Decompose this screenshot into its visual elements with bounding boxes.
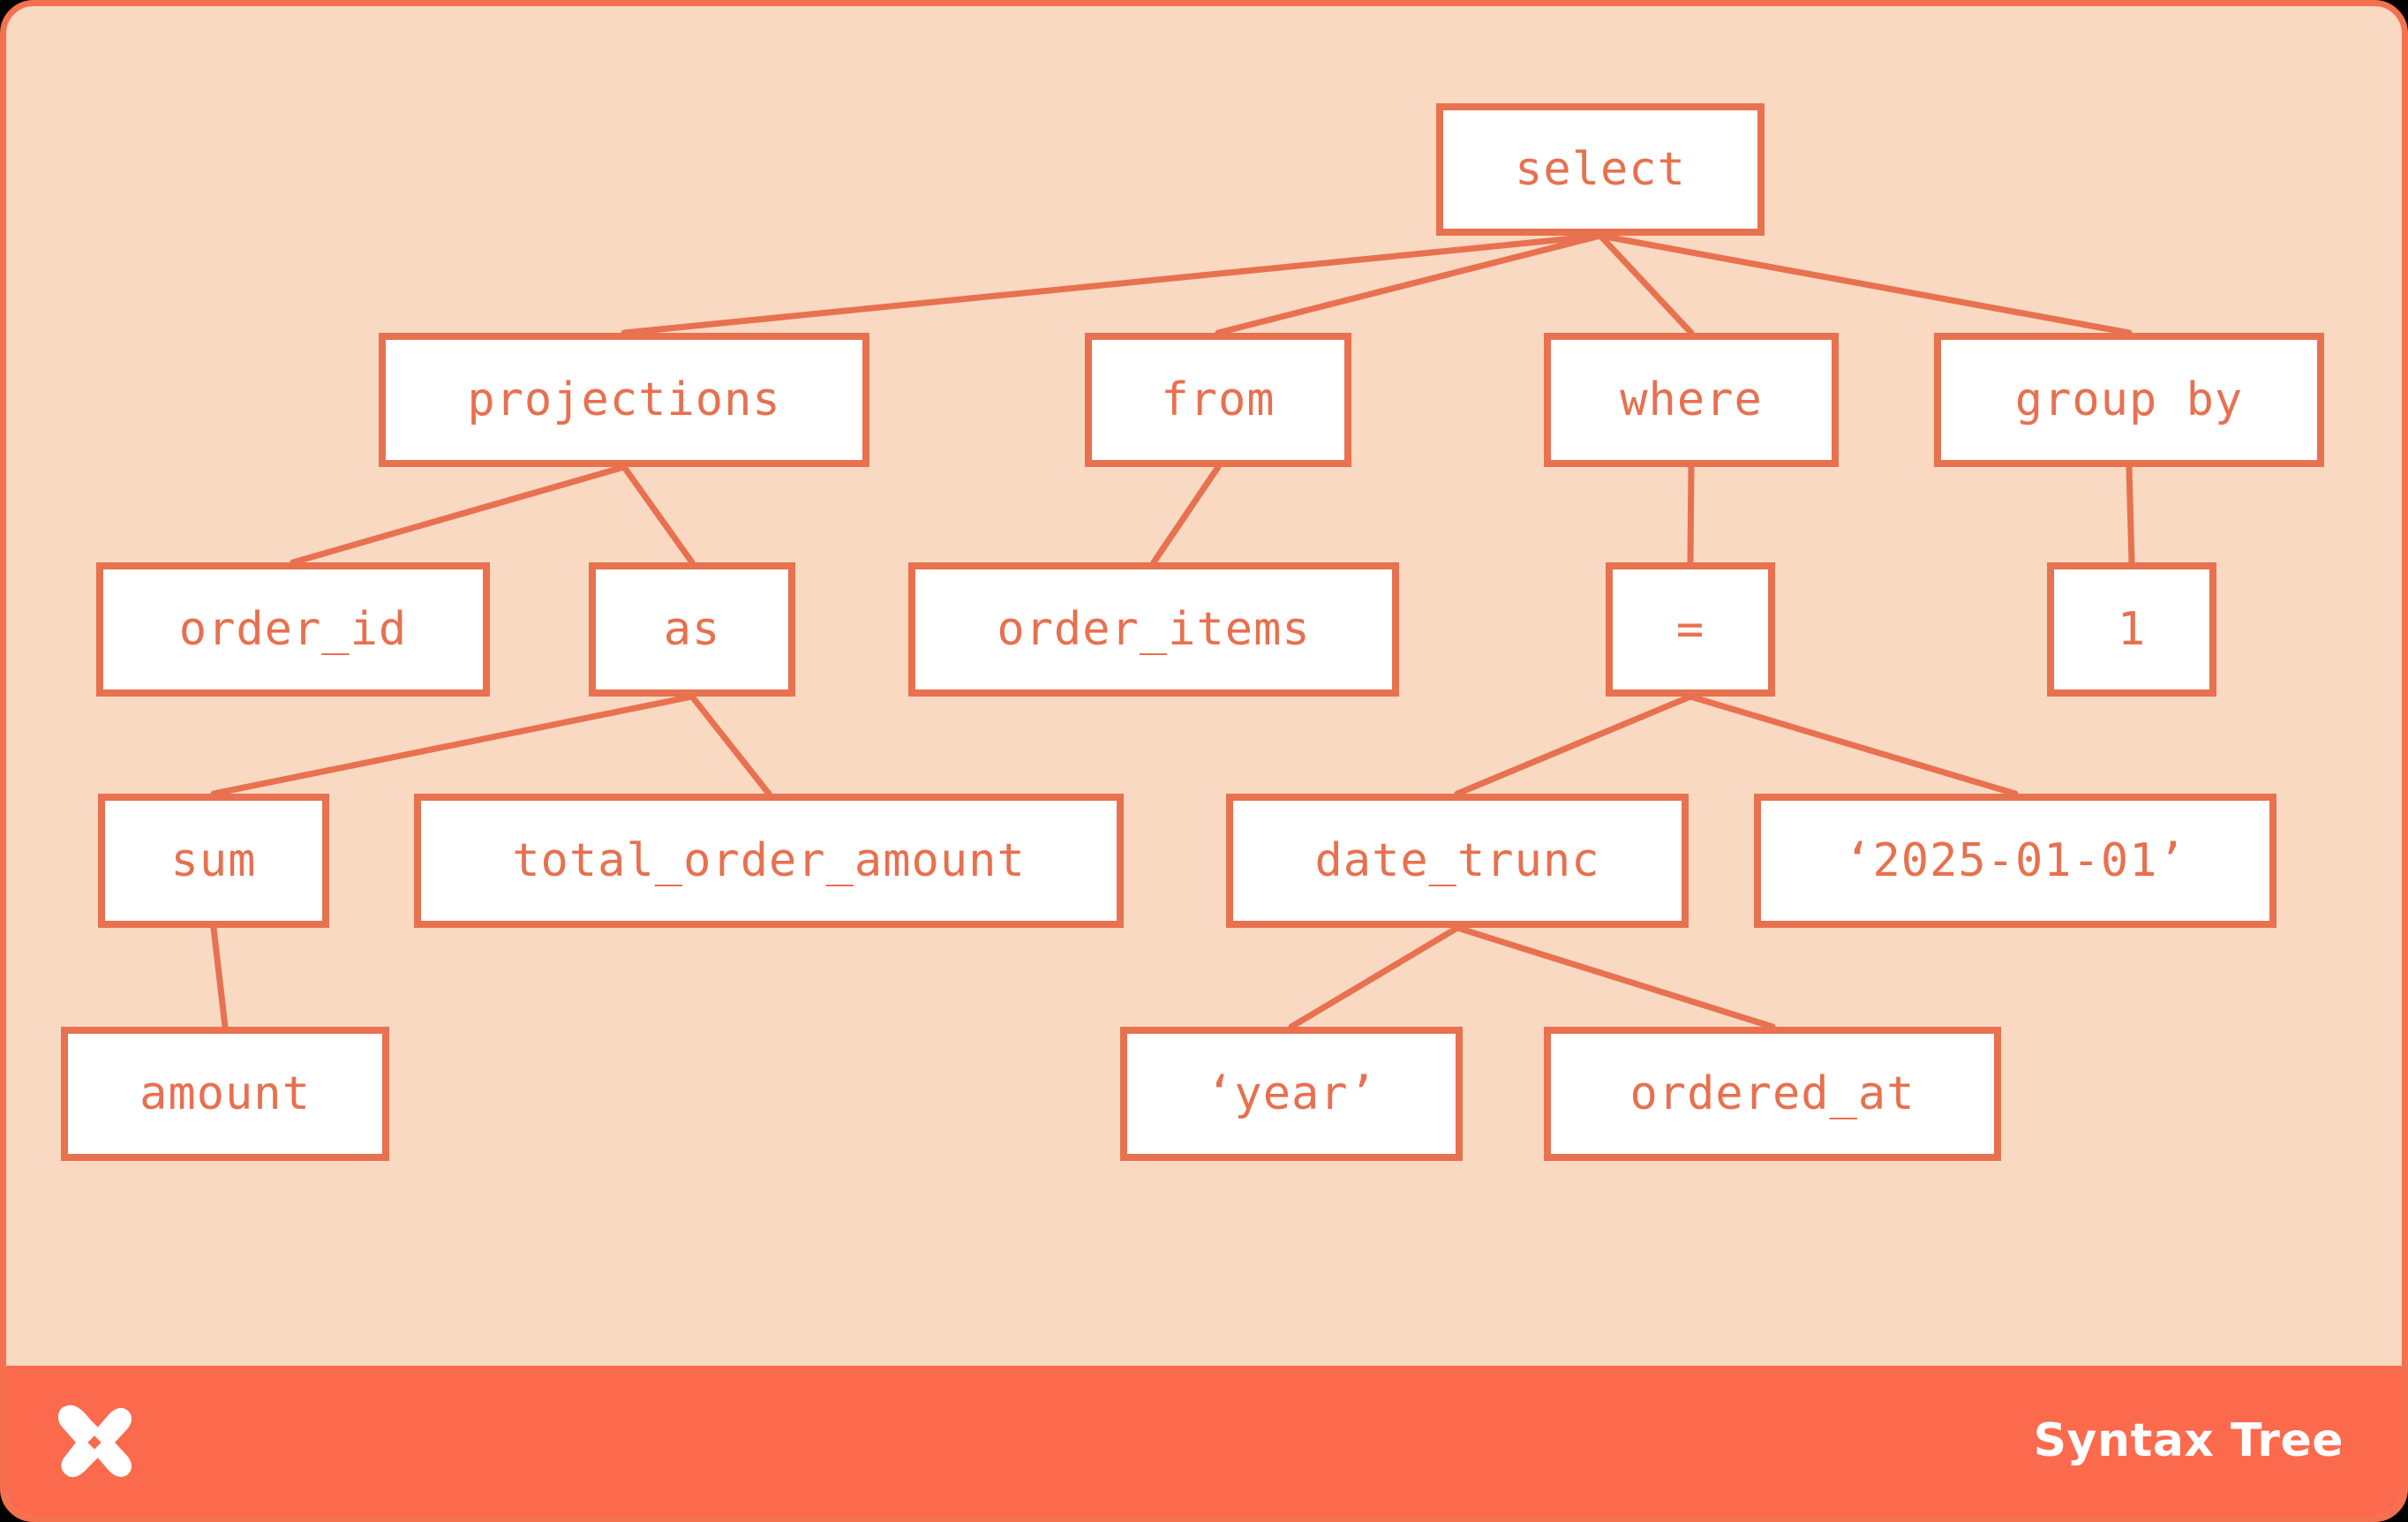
tree-node-label: group by <box>2014 373 2244 426</box>
diagram-canvas: select projections from where group by order_… <box>6 6 2402 1516</box>
tree-node-label: from <box>1161 373 1275 426</box>
tree-edges-layer <box>210 232 2135 1030</box>
tree-node-label: as <box>663 603 721 656</box>
tree-edge-select-to-group_by <box>1597 232 2133 336</box>
tree-edge-eq-to-date_trunc <box>1454 693 1694 797</box>
tree-node-label: amount <box>139 1067 311 1120</box>
tree-node-as[interactable]: as <box>589 562 795 697</box>
tree-node-label: date_trunc <box>1314 834 1600 887</box>
tree-edge-select-to-where <box>1597 232 1695 336</box>
tree-edge-projections-to-as <box>621 463 696 566</box>
tree-node-group_by[interactable]: group by <box>1934 333 2324 467</box>
tree-edge-date_trunc-to-year_literal <box>1288 924 1461 1030</box>
tree-node-year_literal[interactable]: ‘year’ <box>1120 1027 1463 1161</box>
tree-node-label: projections <box>467 373 781 426</box>
tree-node-label: ‘year’ <box>1206 1067 1377 1120</box>
tree-node-label: sum <box>170 834 257 887</box>
tree-edge-as-to-sum <box>210 693 696 797</box>
tree-node-total_order_amount[interactable]: total_order_amount <box>414 794 1124 928</box>
tree-node-select[interactable]: select <box>1436 103 1765 236</box>
tree-edge-projections-to-order_id <box>290 463 628 566</box>
tree-node-eq[interactable]: = <box>1606 562 1775 697</box>
tree-node-one[interactable]: 1 <box>2047 562 2216 697</box>
tree-edge-where-to-eq <box>1687 463 1695 566</box>
tree-edge-eq-to-date_literal <box>1687 693 2019 797</box>
tree-node-label: 1 <box>2117 603 2147 656</box>
tree-node-projections[interactable]: projections <box>379 333 869 467</box>
tree-node-label: where <box>1620 373 1763 426</box>
tree-node-label: order_id <box>178 603 408 656</box>
tree-node-label: order_items <box>997 603 1311 656</box>
tree-node-label: total_order_amount <box>512 834 1026 887</box>
tree-node-order_items[interactable]: order_items <box>908 562 1399 697</box>
tree-edge-date_trunc-to-ordered_at <box>1454 924 1776 1030</box>
tree-node-label: ‘2025-01-01’ <box>1844 834 2186 887</box>
x-butterfly-logo-icon <box>52 1398 137 1483</box>
tree-edge-sum-to-amount <box>210 924 229 1030</box>
tree-edge-group_by-to-one <box>2126 463 2135 566</box>
footer-bar: Syntax Tree <box>6 1366 2402 1516</box>
tree-node-date_literal[interactable]: ‘2025-01-01’ <box>1754 794 2276 928</box>
tree-node-ordered_at[interactable]: ordered_at <box>1544 1027 2001 1161</box>
tree-edge-select-to-projections <box>621 232 1604 336</box>
tree-edge-select-to-from <box>1215 232 1604 336</box>
tree-node-from[interactable]: from <box>1085 333 1351 467</box>
tree-node-label: select <box>1515 143 1686 196</box>
tree-node-date_trunc[interactable]: date_trunc <box>1226 794 1689 928</box>
tree-node-label: ordered_at <box>1629 1067 1915 1120</box>
tree-node-where[interactable]: where <box>1544 333 1839 467</box>
tree-node-order_id[interactable]: order_id <box>96 562 490 697</box>
tree-edge-as-to-total_order_amount <box>689 693 772 797</box>
tree-node-amount[interactable]: amount <box>61 1027 389 1161</box>
tree-node-label: = <box>1675 603 1705 656</box>
footer-title: Syntax Tree <box>2033 1414 2344 1467</box>
tree-node-sum[interactable]: sum <box>98 794 329 928</box>
tree-edge-from-to-order_items <box>1150 463 1222 566</box>
